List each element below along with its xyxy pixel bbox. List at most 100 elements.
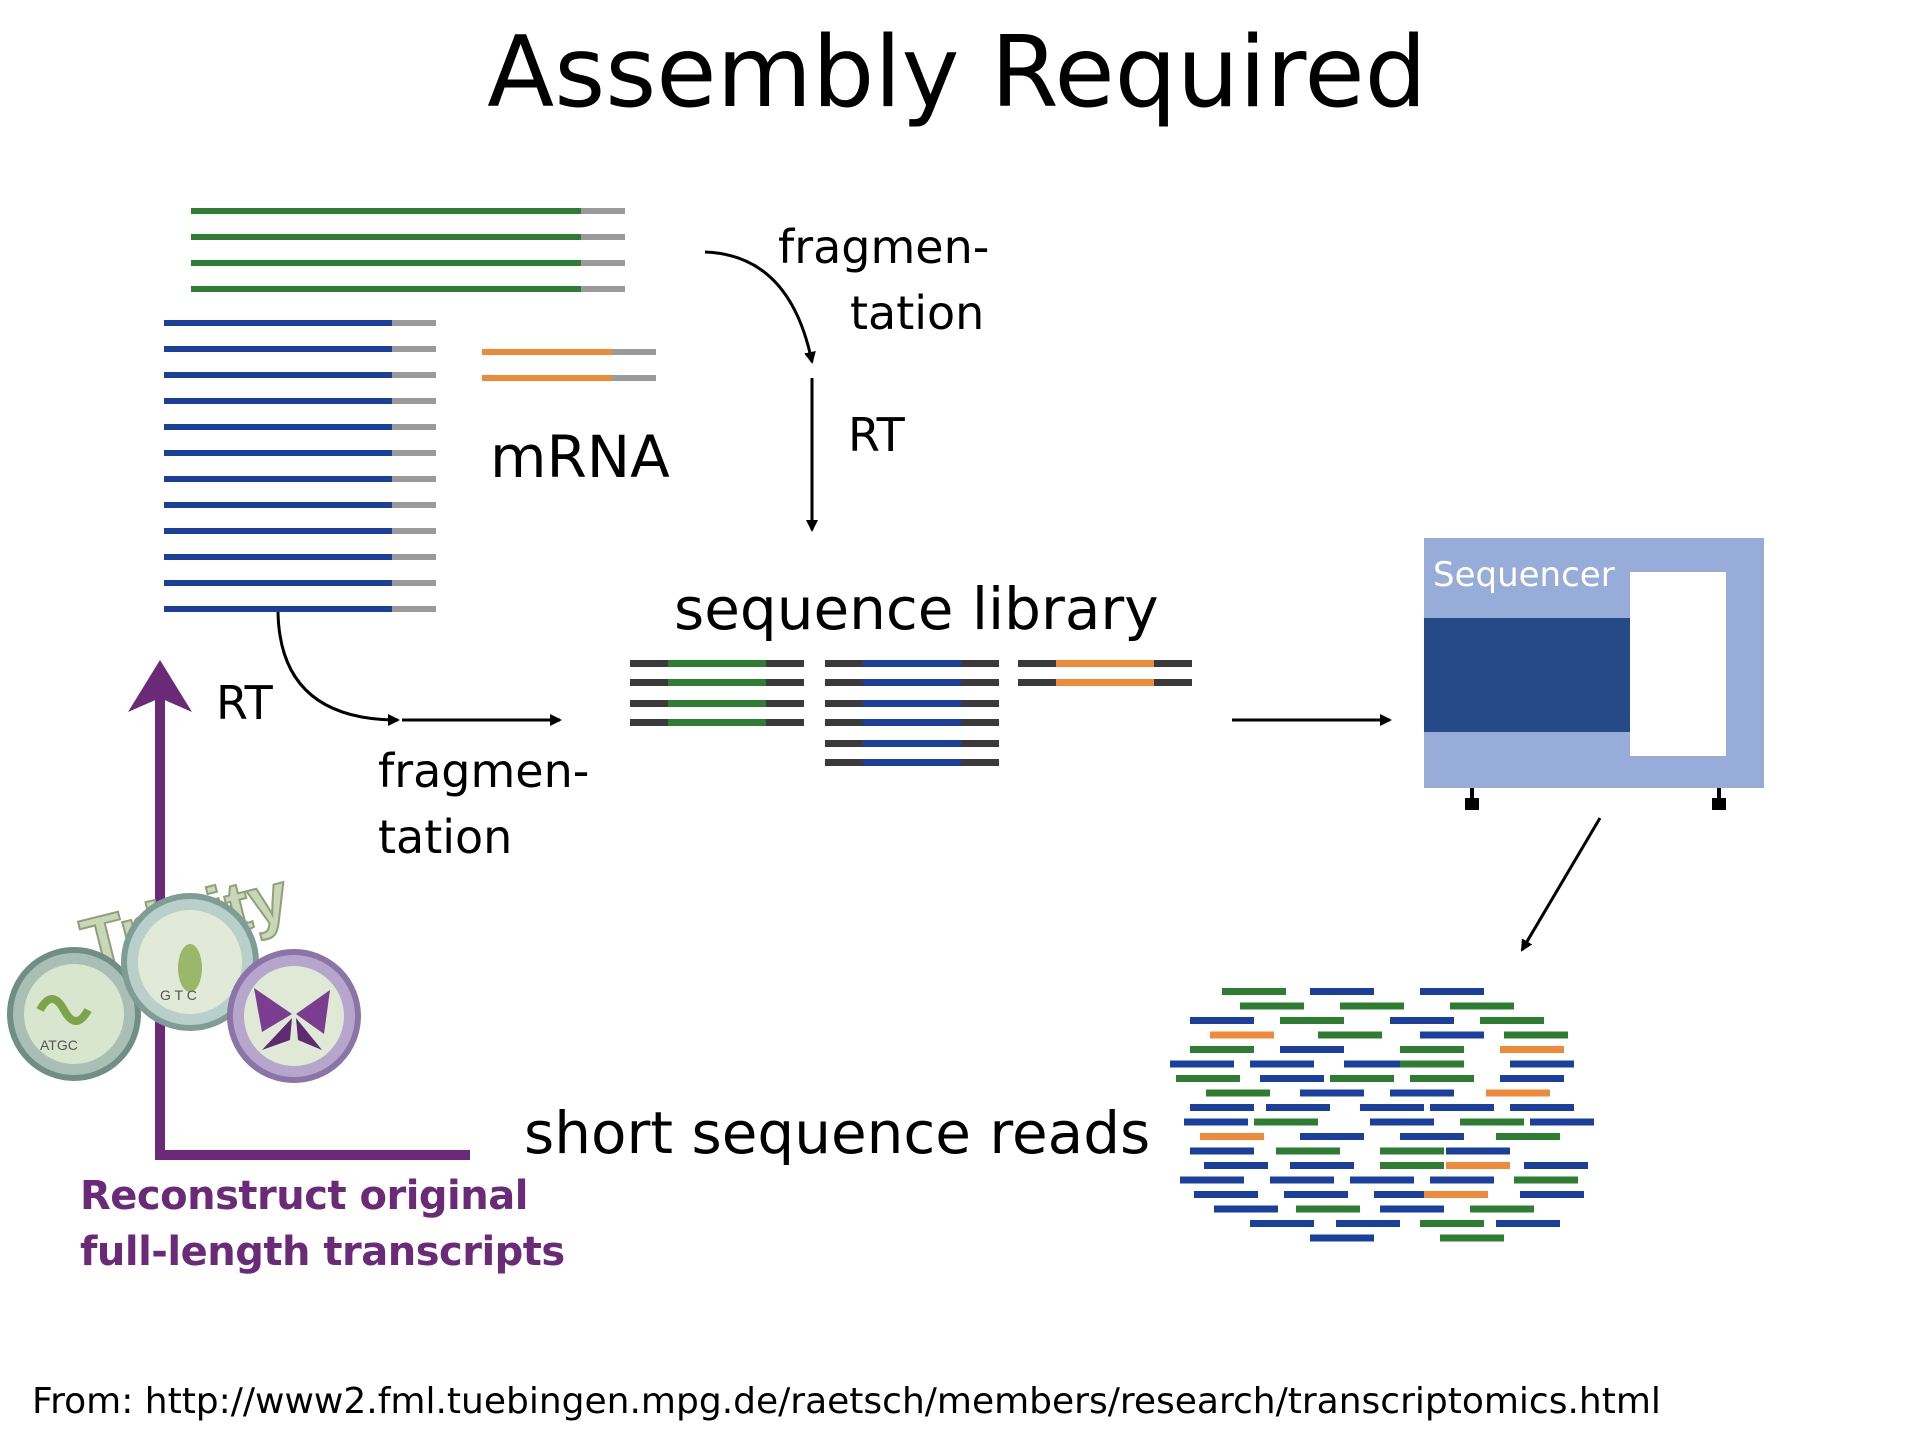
short-read	[1254, 1118, 1318, 1126]
polya-tail	[392, 528, 436, 534]
short-reads-cloud	[1170, 988, 1594, 1242]
short-read	[1260, 1075, 1324, 1082]
short-read	[1524, 1162, 1588, 1169]
short-read	[1190, 1104, 1254, 1111]
short-read	[1270, 1176, 1334, 1184]
sequence-library-label: sequence library	[674, 575, 1159, 643]
transcript-body	[482, 349, 612, 355]
short-read	[1504, 1031, 1568, 1039]
short-read	[1280, 1017, 1344, 1024]
short-read	[1390, 1017, 1454, 1024]
rt-arrow-left	[276, 611, 400, 726]
adapter	[825, 700, 863, 707]
transcript-body	[482, 375, 612, 381]
short-read	[1380, 1162, 1444, 1169]
polya-tail	[612, 349, 656, 355]
sequencer-label: Sequencer	[1433, 555, 1615, 595]
fragment-insert	[668, 679, 766, 686]
short-read	[1400, 1060, 1464, 1068]
adapter	[961, 740, 999, 747]
inchworm-badge: ATGC	[7, 947, 141, 1081]
short-read	[1420, 988, 1484, 995]
short-read	[1520, 1191, 1584, 1198]
polya-tail	[612, 375, 656, 381]
transcript-body	[164, 502, 392, 508]
short-read	[1380, 1205, 1444, 1213]
adapter	[766, 719, 804, 726]
short-read	[1310, 988, 1374, 995]
short-read	[1430, 1176, 1494, 1184]
adapter	[961, 700, 999, 707]
short-read	[1250, 1220, 1314, 1227]
adapter	[825, 759, 863, 766]
adapter	[961, 660, 999, 667]
short-read	[1420, 1031, 1484, 1039]
polya-tail	[392, 424, 436, 430]
polya-tail	[392, 580, 436, 586]
adapter	[825, 679, 863, 686]
short-read	[1222, 988, 1286, 995]
svg-text:G T C: G T C	[160, 987, 197, 1003]
short-read	[1480, 1017, 1544, 1024]
short-read	[1190, 1017, 1254, 1024]
adapter	[825, 660, 863, 667]
short-read	[1200, 1133, 1264, 1140]
transcript-body	[164, 554, 392, 560]
polya-tail	[581, 234, 625, 240]
short-read	[1284, 1191, 1348, 1198]
fragment-insert	[863, 660, 961, 667]
fragment-insert	[863, 759, 961, 766]
polya-tail	[392, 450, 436, 456]
adapter	[630, 679, 668, 686]
short-read	[1350, 1176, 1414, 1184]
transcript-body	[164, 372, 392, 378]
transcript-body	[164, 398, 392, 404]
short-read	[1486, 1089, 1550, 1097]
short-read	[1184, 1118, 1248, 1126]
transcript-body	[164, 424, 392, 430]
transcript-body	[191, 234, 581, 240]
polya-tail	[392, 606, 436, 612]
adapter	[961, 679, 999, 686]
short-read	[1210, 1031, 1274, 1039]
short-read	[1500, 1046, 1564, 1053]
transcript-body	[164, 528, 392, 534]
adapter	[630, 719, 668, 726]
fragment-insert	[668, 700, 766, 707]
short-read	[1446, 1147, 1510, 1155]
short-read	[1510, 1060, 1574, 1068]
short-read	[1470, 1205, 1534, 1213]
adapter	[961, 759, 999, 766]
short-read	[1290, 1162, 1354, 1169]
short-read	[1460, 1118, 1524, 1126]
mrna-orange-transcripts	[482, 349, 656, 381]
polya-tail	[392, 502, 436, 508]
adapter	[766, 679, 804, 686]
short-read	[1450, 1002, 1514, 1010]
mrna-green-transcripts	[191, 208, 625, 292]
adapter	[961, 719, 999, 726]
page-title: Assembly Required	[487, 16, 1427, 130]
fragment-insert	[668, 660, 766, 667]
short-read	[1424, 1191, 1488, 1198]
short-read	[1330, 1075, 1394, 1082]
adapter	[1154, 679, 1192, 686]
fragmentation-bottom-line2: tation	[378, 810, 513, 864]
transcript-body	[164, 580, 392, 586]
adapter	[630, 700, 668, 707]
adapter	[1018, 679, 1056, 686]
transcript-body	[191, 286, 581, 292]
polya-tail	[392, 398, 436, 404]
short-read	[1318, 1031, 1382, 1039]
short-read	[1310, 1234, 1374, 1242]
polya-tail	[581, 286, 625, 292]
mrna-blue-transcripts	[164, 320, 436, 612]
short-read	[1530, 1118, 1594, 1126]
fragment-insert	[863, 740, 961, 747]
sequence-library-fragments	[630, 660, 1192, 766]
mrna-label: mRNA	[490, 423, 670, 491]
fragmentation-top-line1: fragmen-	[778, 220, 990, 274]
adapter	[766, 660, 804, 667]
adapter	[1018, 660, 1056, 667]
